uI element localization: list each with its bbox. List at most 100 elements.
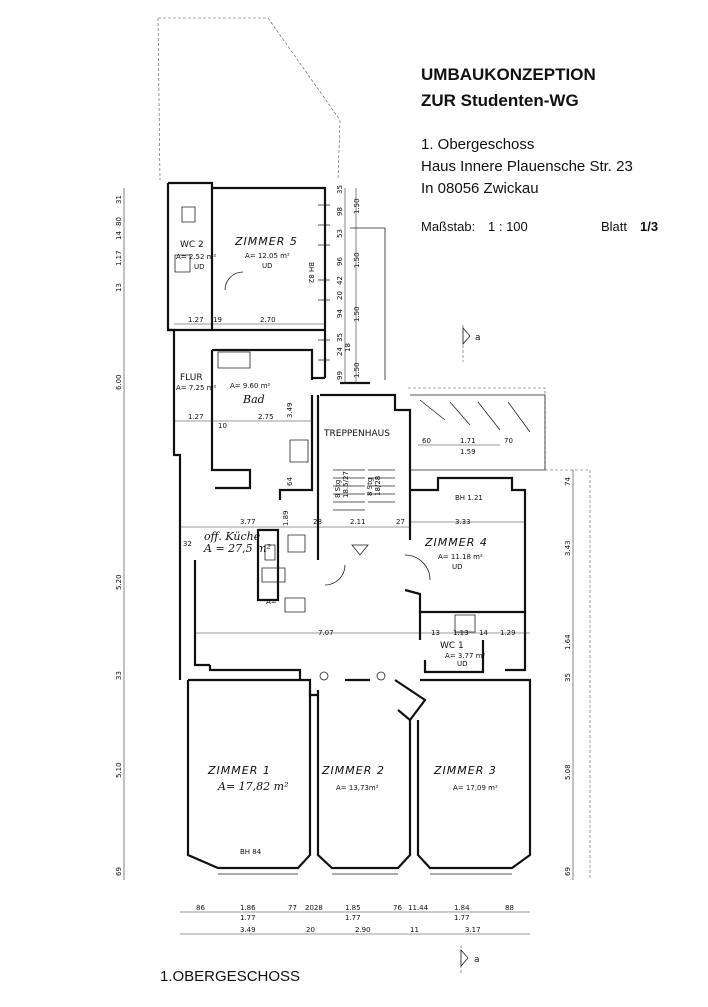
section-marker-top: a [462,325,481,362]
svg-text:1.77: 1.77 [240,914,256,922]
svg-text:A=: A= [266,598,277,606]
svg-text:8 Stg: 8 Stg [366,478,374,496]
svg-text:A= 9.60 m²: A= 9.60 m² [230,382,271,390]
svg-text:14: 14 [115,231,123,240]
svg-text:TREPPENHAUS: TREPPENHAUS [323,429,390,439]
room-zimmer-1: ZIMMER 1 A= 17,82 m² BH 84 [207,764,289,856]
svg-text:2.90: 2.90 [355,926,371,934]
svg-text:1.17: 1.17 [115,250,123,266]
svg-text:96: 96 [336,257,344,266]
svg-text:28: 28 [313,518,322,526]
far-right-dimension-chain: 74 3.43 1.64 35 5.08 69 [564,470,574,880]
svg-text:18/28: 18/28 [374,476,382,496]
svg-text:BH 84: BH 84 [240,848,262,856]
svg-text:A = 27,5 m²: A = 27,5 m² [203,542,271,555]
svg-text:3.17: 3.17 [465,926,481,934]
svg-text:2028: 2028 [305,904,323,912]
section-marker-bottom: a [460,945,480,975]
svg-text:42: 42 [336,276,344,285]
bottom-dimension-rows: 86 1.86 77 2028 1.85 76 11.44 1.84 88 1.… [180,904,530,935]
svg-text:1.59: 1.59 [460,448,476,456]
svg-text:1.77: 1.77 [345,914,361,922]
svg-text:2.70: 2.70 [260,316,276,324]
svg-text:1.29: 1.29 [500,629,516,637]
svg-text:8 Stg: 8 Stg [334,480,342,498]
svg-text:1.50: 1.50 [353,306,361,322]
svg-text:1.50: 1.50 [353,198,361,214]
svg-text:1.84: 1.84 [454,904,470,912]
svg-text:5.10: 5.10 [115,762,123,778]
svg-text:1.89: 1.89 [282,510,290,526]
svg-text:20: 20 [306,926,315,934]
svg-text:11: 11 [410,926,419,934]
svg-text:1.77: 1.77 [454,914,470,922]
scale-label: Maßstab: [421,219,475,234]
svg-text:ZIMMER 4: ZIMMER 4 [424,536,488,549]
room-zimmer-4: ZIMMER 4 A= 11.18 m² UD BH 1.21 [424,494,488,571]
room-kueche: off. Küche A = 27,5 m² A= [203,530,277,606]
svg-text:35: 35 [336,333,344,342]
svg-text:18: 18 [344,343,352,352]
svg-text:99: 99 [336,371,344,380]
svg-text:3.49: 3.49 [286,402,294,418]
svg-text:A= 3.77 m²: A= 3.77 m² [445,652,486,660]
svg-text:10: 10 [218,422,227,430]
svg-text:53: 53 [336,229,344,238]
svg-text:74: 74 [564,477,572,486]
svg-text:A= 7.25 m²: A= 7.25 m² [176,384,217,392]
room-zimmer-2: ZIMMER 2 A= 13,73m² [321,764,385,792]
svg-text:a: a [474,955,480,965]
svg-text:2.75: 2.75 [258,413,274,421]
svg-text:24: 24 [336,347,344,356]
svg-text:94: 94 [336,309,344,318]
room-flur: FLUR A= 7.25 m² [176,373,217,392]
room-wc-2: WC 2 A= 2.52 m² UD [176,240,217,271]
svg-text:19: 19 [213,316,222,324]
svg-text:13: 13 [115,283,123,292]
svg-text:Bad: Bad [242,393,265,406]
room-wc-1: WC 1 A= 3.77 m² UD [440,641,486,668]
svg-text:ZIMMER 5: ZIMMER 5 [234,235,298,248]
svg-text:A= 17,82 m²: A= 17,82 m² [217,780,289,793]
svg-text:5.20: 5.20 [115,574,123,590]
interior-dimensions: 1.27 19 2.70 1.27 10 2.75 3.49 64 60 1.7… [183,316,516,637]
svg-text:27: 27 [396,518,405,526]
scale-value: 1 : 100 [488,219,528,234]
svg-text:FLUR: FLUR [180,373,203,383]
svg-text:70: 70 [504,437,513,445]
svg-text:A= 13,73m²: A= 13,73m² [336,784,379,792]
svg-text:11.44: 11.44 [408,904,429,912]
svg-text:14: 14 [479,629,488,637]
svg-text:33: 33 [115,671,123,680]
svg-text:A= 2.52 m²: A= 2.52 m² [176,253,217,261]
svg-text:1.27: 1.27 [188,413,204,421]
svg-text:UD: UD [457,660,468,668]
svg-text:18.5/27: 18.5/27 [342,471,350,498]
svg-text:ZIMMER 2: ZIMMER 2 [321,764,385,777]
outer-walls [166,181,546,875]
svg-text:86: 86 [196,904,205,912]
floor-name: 1. Obergeschoss [421,136,534,153]
svg-text:76: 76 [393,904,402,912]
svg-text:64: 64 [286,477,294,486]
svg-text:off. Küche: off. Küche [204,530,261,543]
svg-text:69: 69 [564,867,572,876]
svg-text:1.50: 1.50 [353,362,361,378]
svg-text:35: 35 [336,185,344,194]
svg-text:UD: UD [194,263,205,271]
room-zimmer-3: ZIMMER 3 A= 17,09 m² [433,764,498,792]
sheet-label: Blatt [601,219,627,234]
title-line-1: UMBAUKONZEPTION [421,65,596,84]
title-line-2: ZUR Studenten-WG [421,91,579,110]
right-dimension-chain: 35 98 53 96 42 20 94 35 24 18 99 1.50 1.… [336,185,361,384]
svg-text:31: 31 [115,195,123,204]
svg-text:5.08: 5.08 [564,764,572,780]
svg-text:BH 82: BH 82 [307,262,315,283]
svg-text:3.33: 3.33 [455,518,471,526]
svg-text:20: 20 [336,291,344,300]
svg-text:a: a [475,333,481,343]
svg-text:35: 35 [564,673,572,682]
sheet-value: 1/3 [640,219,658,234]
svg-text:1.71: 1.71 [460,437,476,445]
